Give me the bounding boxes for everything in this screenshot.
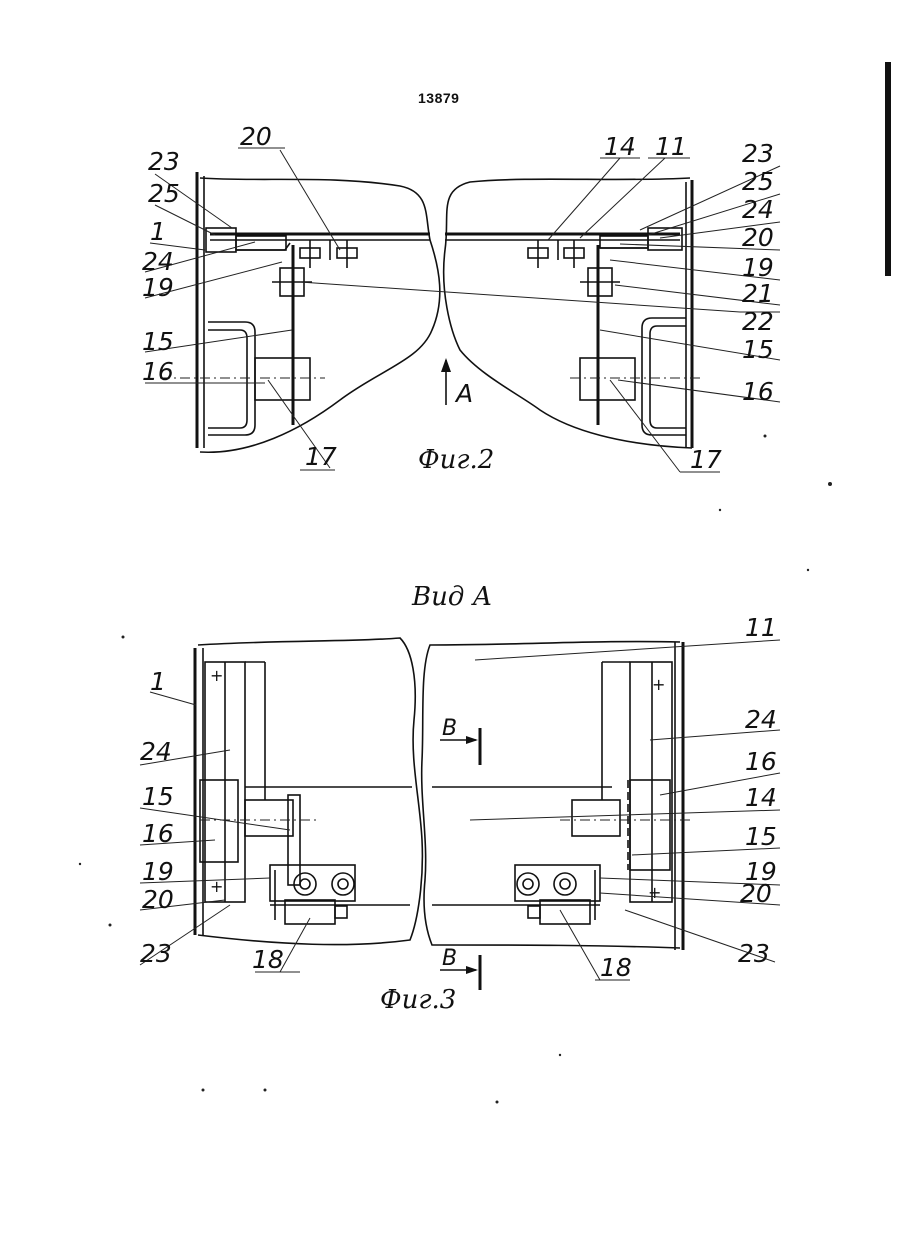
fig2-label-11: 11 [655, 132, 687, 161]
fig2-label-21: 21 [742, 279, 774, 308]
fig2-view-arrow-label: A [454, 379, 473, 408]
fig3-label-15-left: 15 [142, 782, 174, 811]
fig3-label-18-right: 18 [600, 953, 632, 982]
fig3-section-mark-bottom: В [442, 946, 457, 971]
fig3-label-16-left: 16 [142, 819, 174, 848]
fig3-label-20-right: 20 [740, 879, 772, 908]
svg-text:+: + [648, 883, 661, 902]
fig2-label-25-left: 25 [148, 179, 180, 208]
fig2-label-24-right: 24 [742, 195, 774, 224]
fig2-label-16-right: 16 [742, 377, 774, 406]
fig3-label-18-left: 18 [252, 945, 284, 974]
fig3-label-15-right: 15 [745, 822, 777, 851]
fig3-label-1: 1 [150, 667, 166, 696]
fig2-labels: 23 25 1 24 19 15 16 17 20 14 11 23 25 24… [142, 122, 774, 475]
fig3-label-23-right: 23 [738, 939, 770, 968]
fig3-label-23-left: 23 [140, 939, 172, 968]
fig2-label-17-right: 17 [690, 445, 722, 474]
fig2-label-25-right: 25 [742, 167, 774, 196]
fig2-label-15-right: 15 [742, 335, 774, 364]
fig3-labels: 1 24 15 16 19 20 23 18 11 24 16 14 15 19… [140, 613, 777, 1015]
svg-text:+: + [652, 675, 665, 694]
fig2-label-15-left: 15 [142, 327, 174, 356]
fig3-drawing: + + + + [140, 638, 780, 990]
fig2-caption: Фиг.2 [418, 445, 494, 475]
fig3-section-mark-top: В [442, 716, 457, 741]
fig2-label-14: 14 [604, 132, 636, 161]
fig2-label-22: 22 [742, 307, 774, 336]
fig3-label-24-left: 24 [140, 737, 172, 766]
svg-text:+: + [210, 666, 223, 685]
fig2-label-19-right: 19 [742, 253, 774, 282]
fig2-label-23-right: 23 [742, 139, 774, 168]
fig2-label-19-left: 19 [142, 273, 174, 302]
fig3-label-24-right: 24 [745, 705, 777, 734]
fig3-label-16-right: 16 [745, 747, 777, 776]
fig3-label-20-left: 20 [142, 885, 174, 914]
fig2-label-20-left: 20 [240, 122, 272, 151]
fig2-label-1: 1 [150, 217, 166, 246]
fig2-drawing [145, 148, 780, 472]
fig3-caption: Фиг.3 [380, 985, 456, 1015]
fig3-label-14: 14 [745, 783, 777, 812]
fig2-label-20-right: 20 [742, 223, 774, 252]
fig2-label-16-left: 16 [142, 357, 174, 386]
fig3-title: Вид А [411, 582, 492, 612]
fig2-label-17-left: 17 [305, 442, 337, 471]
fig2-label-24-left: 24 [142, 247, 174, 276]
fig2-label-23-left: 23 [148, 147, 180, 176]
fig3-label-19-left: 19 [142, 857, 174, 886]
fig3-label-11: 11 [745, 613, 777, 642]
